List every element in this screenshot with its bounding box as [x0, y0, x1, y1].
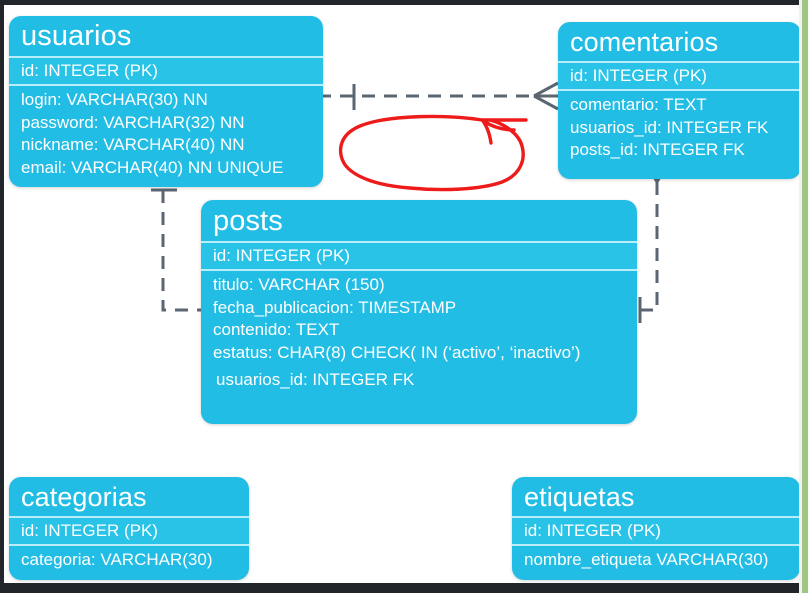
entity-pk-row-usuarios: id: INTEGER (PK) — [9, 56, 323, 86]
entity-field: usuarios_id: INTEGER FK — [216, 370, 415, 390]
entity-pk-row-etiquetas: id: INTEGER (PK) — [512, 516, 800, 546]
entity-field: password: VARCHAR(32) NN — [21, 112, 245, 132]
entity-table-categorias[interactable]: categorias id: INTEGER (PK) categoria: V… — [9, 477, 249, 580]
entity-fields-comentarios: comentario: TEXT usuarios_id: INTEGER FK… — [558, 91, 801, 172]
entity-pk-row-comentarios: id: INTEGER (PK) — [558, 61, 801, 91]
cardinality-many-marker — [533, 81, 560, 111]
entity-field: usuarios_id: INTEGER FK — [570, 117, 769, 137]
frame-edge-left — [0, 0, 4, 593]
frame-edge-right — [802, 0, 808, 593]
entity-table-etiquetas[interactable]: etiquetas id: INTEGER (PK) nombre_etique… — [512, 477, 800, 580]
entity-field: nombre_etiqueta VARCHAR(30) — [524, 550, 769, 569]
entity-field: email: VARCHAR(40) NN UNIQUE — [21, 157, 284, 177]
entity-fields-usuarios: login: VARCHAR(30) NN password: VARCHAR(… — [9, 86, 323, 187]
annotation-ellipse — [338, 114, 525, 192]
entity-fields-categorias: categoria: VARCHAR(30) — [9, 546, 249, 580]
red-ink-annotation — [330, 108, 540, 198]
entity-title-comentarios: comentarios — [570, 27, 719, 57]
frame-edge-top — [0, 0, 808, 5]
entity-field: titulo: VARCHAR (150) — [213, 275, 385, 294]
entity-table-comentarios[interactable]: comentarios id: INTEGER (PK) comentario:… — [558, 22, 801, 179]
entity-fields-posts: titulo: VARCHAR (150) fecha_publicacion:… — [201, 271, 637, 402]
relationship-line — [640, 182, 659, 312]
entity-title-posts: posts — [213, 205, 283, 237]
entity-field: comentario: TEXT — [570, 95, 707, 114]
entity-field: posts_id: INTEGER FK — [570, 140, 745, 160]
entity-table-usuarios[interactable]: usuarios id: INTEGER (PK) login: VARCHAR… — [9, 16, 323, 187]
entity-field: fecha_publicacion: TIMESTAMP — [213, 297, 457, 317]
entity-fields-etiquetas: nombre_etiqueta VARCHAR(30) — [512, 546, 800, 580]
entity-field: categoria: VARCHAR(30) — [21, 550, 213, 569]
frame-edge-bottom — [0, 583, 808, 593]
entity-field: login: VARCHAR(30) NN — [21, 90, 208, 109]
entity-field: contenido: TEXT — [213, 320, 340, 340]
entity-field: estatus: CHAR(8) CHECK( IN (‘activo’, ‘i… — [213, 342, 581, 362]
entity-title-categorias: categorias — [21, 482, 147, 512]
entity-field: nickname: VARCHAR(40) NN — [21, 135, 245, 155]
entity-pk-row-posts: id: INTEGER (PK) — [201, 241, 637, 271]
annotation-arrow-head — [481, 119, 516, 145]
entity-title-etiquetas: etiquetas — [524, 482, 635, 512]
entity-pk-row-categorias: id: INTEGER (PK) — [9, 516, 249, 546]
relationship-line — [161, 190, 203, 312]
relationship-usuarios-comentarios[interactable] — [318, 80, 566, 116]
entity-title-usuarios: usuarios — [21, 20, 132, 52]
entity-table-posts[interactable]: posts id: INTEGER (PK) titulo: VARCHAR (… — [201, 200, 637, 424]
